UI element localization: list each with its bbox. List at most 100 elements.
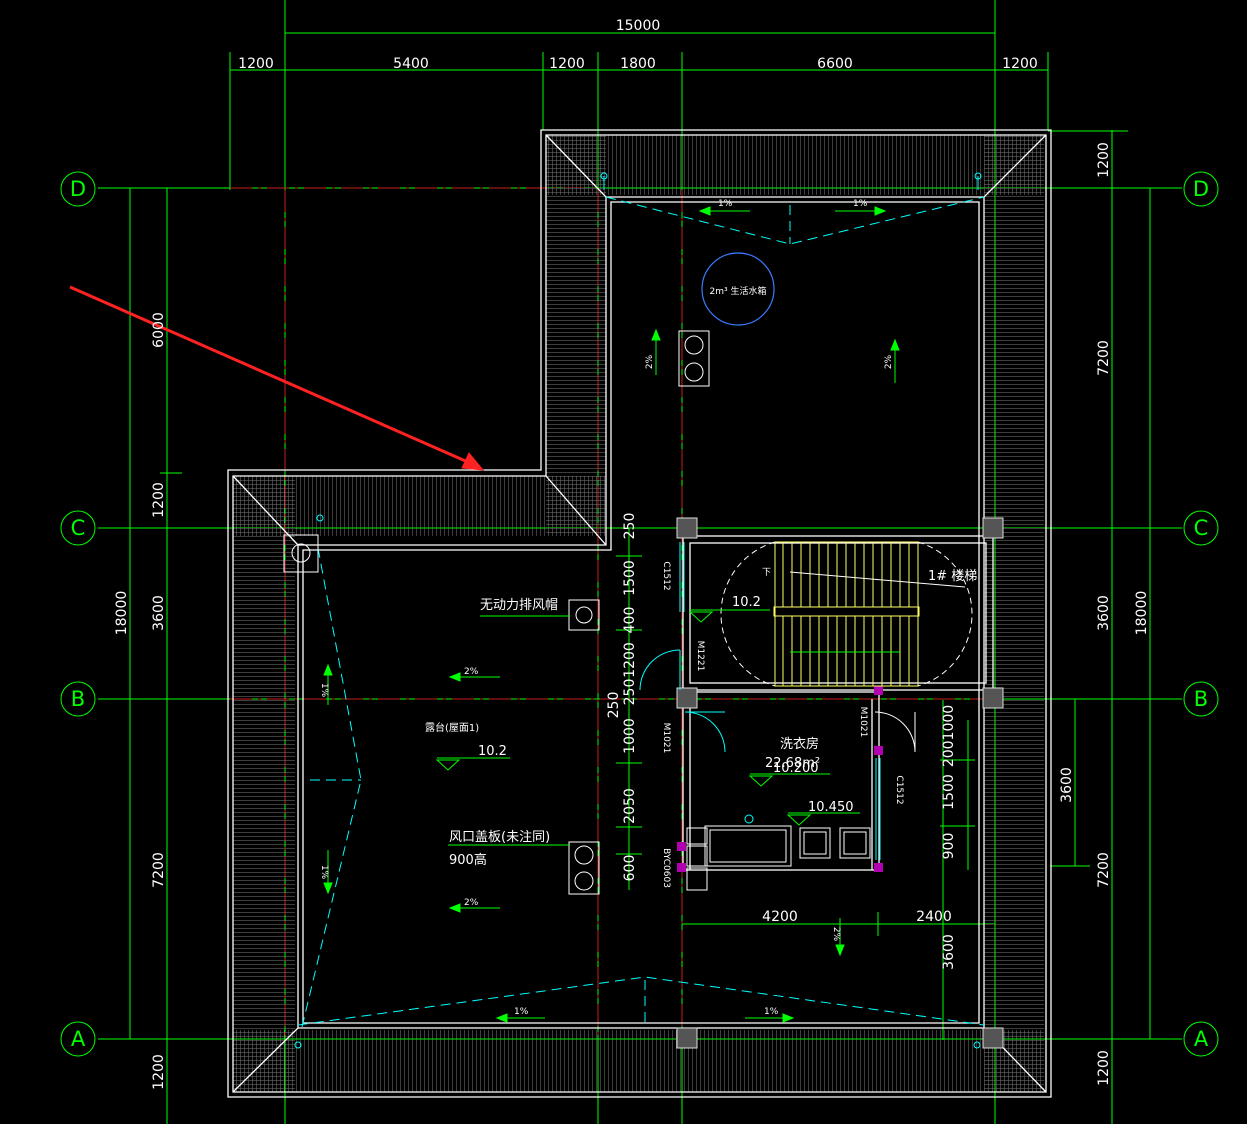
svg-text:2001000: 2001000 xyxy=(941,705,957,767)
svg-text:900: 900 xyxy=(941,833,957,860)
center-axis-lines xyxy=(230,187,995,1040)
axis-bubbles: D C B A D C B A xyxy=(60,171,1219,1057)
svg-text:3600: 3600 xyxy=(1059,767,1075,803)
svg-text:250: 250 xyxy=(622,679,638,706)
svg-text:3600: 3600 xyxy=(151,595,167,631)
svg-text:1500: 1500 xyxy=(622,560,638,596)
stair-side-dimensions: 250 1500 400 1200 250 250 1000 2050 600 xyxy=(606,513,638,882)
svg-text:下: 下 xyxy=(762,568,771,578)
laundry-right-dimensions: 2001000 1500 900 3600 xyxy=(941,705,957,970)
water-tank: 2m³ 生活水箱 xyxy=(701,252,775,326)
svg-text:1%: 1% xyxy=(764,1007,779,1017)
svg-text:5400: 5400 xyxy=(393,56,429,72)
svg-text:6000: 6000 xyxy=(151,312,167,348)
top-dimensions: 15000 1200 5400 1200 1800 6600 1200 xyxy=(238,18,1038,72)
svg-text:2050: 2050 xyxy=(622,788,638,824)
svg-text:3600: 3600 xyxy=(1096,595,1112,631)
magenta-markers xyxy=(677,686,883,872)
svg-text:2m³ 生活水箱: 2m³ 生活水箱 xyxy=(710,285,767,297)
svg-text:D: D xyxy=(70,177,86,201)
svg-text:B: B xyxy=(1194,687,1208,711)
svg-text:C: C xyxy=(1194,516,1209,540)
svg-text:1800: 1800 xyxy=(620,56,656,72)
axis-bubble-a-left: A xyxy=(60,1021,96,1057)
svg-text:18000: 18000 xyxy=(114,591,130,636)
window-c1512-lines xyxy=(679,542,881,860)
svg-text:6600: 6600 xyxy=(817,56,853,72)
svg-text:D: D xyxy=(1193,177,1209,201)
svg-text:露台(屋面1): 露台(屋面1) xyxy=(425,721,479,734)
svg-text:10.200: 10.200 xyxy=(773,761,819,776)
svg-text:A: A xyxy=(1194,1027,1209,1051)
svg-text:1%: 1% xyxy=(853,199,868,209)
svg-text:1%: 1% xyxy=(319,683,329,698)
stair-1 xyxy=(720,541,973,687)
wall-outlines xyxy=(227,129,1052,1098)
svg-text:1200: 1200 xyxy=(1002,56,1038,72)
svg-text:7200: 7200 xyxy=(151,852,167,888)
svg-text:M1221: M1221 xyxy=(695,641,705,672)
axis-bubble-a-right: A xyxy=(1183,1021,1219,1057)
svg-text:洗衣房: 洗衣房 xyxy=(780,736,819,752)
svg-text:10.2: 10.2 xyxy=(478,744,507,759)
svg-text:2%: 2% xyxy=(464,898,479,908)
svg-text:22.68m²: 22.68m² xyxy=(765,756,820,771)
svg-text:A: A xyxy=(71,1027,86,1051)
slope-arrows xyxy=(323,206,900,1023)
svg-text:1200: 1200 xyxy=(1096,142,1112,178)
svg-text:M1021: M1021 xyxy=(661,723,671,754)
axis-bubble-b-right: B xyxy=(1183,681,1219,717)
svg-text:10.450: 10.450 xyxy=(808,800,854,815)
slope-labels: 1% 1% 2% 2% 1% 1% 2% 2% 1% 1% 2% xyxy=(319,199,894,1017)
svg-text:2%: 2% xyxy=(464,667,479,677)
drain-marks xyxy=(294,172,982,1049)
svg-text:10.2: 10.2 xyxy=(732,595,761,610)
svg-text:1000: 1000 xyxy=(622,718,638,754)
svg-text:C: C xyxy=(71,516,86,540)
svg-text:600: 600 xyxy=(622,855,638,882)
red-pointer-arrow xyxy=(69,285,485,471)
axis-bubble-c-left: C xyxy=(60,510,96,546)
left-dimensions: 18000 6000 1200 3600 7200 1200 xyxy=(114,312,167,1090)
elevation-marks xyxy=(435,609,860,846)
svg-text:1# 楼梯: 1# 楼梯 xyxy=(928,569,977,584)
axis-bubble-d-left: D xyxy=(60,171,96,207)
svg-text:400: 400 xyxy=(622,607,638,634)
plan-labels: 无动力排风帽 露台(屋面1) 10.2 风口盖板(未注同) 900高 1# 楼梯… xyxy=(425,561,977,888)
axis-bubble-c-right: C xyxy=(1183,510,1219,546)
svg-text:1200: 1200 xyxy=(549,56,585,72)
svg-text:M1021: M1021 xyxy=(858,707,868,738)
svg-text:7200: 7200 xyxy=(1096,852,1112,888)
svg-text:18000: 18000 xyxy=(1134,591,1150,636)
parapet-hatching xyxy=(233,135,1044,1092)
svg-text:1%: 1% xyxy=(514,1007,529,1017)
svg-text:1200: 1200 xyxy=(151,482,167,518)
svg-text:2%: 2% xyxy=(884,354,894,369)
door-swings xyxy=(639,649,916,753)
svg-text:风口盖板(未注同): 风口盖板(未注同) xyxy=(449,830,550,845)
svg-text:1200: 1200 xyxy=(238,56,274,72)
svg-text:BYC0603: BYC0603 xyxy=(661,848,671,888)
svg-text:2400: 2400 xyxy=(916,909,952,925)
svg-text:900高: 900高 xyxy=(449,852,487,868)
svg-text:2%: 2% xyxy=(831,927,841,942)
svg-text:250: 250 xyxy=(622,513,638,540)
svg-text:1200: 1200 xyxy=(151,1054,167,1090)
svg-text:B: B xyxy=(71,687,85,711)
svg-text:4200: 4200 xyxy=(762,909,798,925)
svg-text:250: 250 xyxy=(606,692,622,719)
axis-bubble-d-right: D xyxy=(1183,171,1219,207)
laundry-fixtures xyxy=(686,814,871,891)
svg-text:15000: 15000 xyxy=(616,18,661,34)
svg-text:无动力排风帽: 无动力排风帽 xyxy=(480,597,558,613)
svg-text:3600: 3600 xyxy=(941,934,957,970)
drainage-lines xyxy=(297,196,985,1028)
svg-text:1%: 1% xyxy=(319,865,329,880)
svg-text:1500: 1500 xyxy=(941,774,957,810)
svg-text:7200: 7200 xyxy=(1096,340,1112,376)
structural-columns xyxy=(676,517,1004,1049)
svg-text:1200: 1200 xyxy=(1096,1050,1112,1086)
svg-text:1200: 1200 xyxy=(622,642,638,678)
svg-text:C1512: C1512 xyxy=(661,561,671,590)
svg-text:1%: 1% xyxy=(718,199,733,209)
